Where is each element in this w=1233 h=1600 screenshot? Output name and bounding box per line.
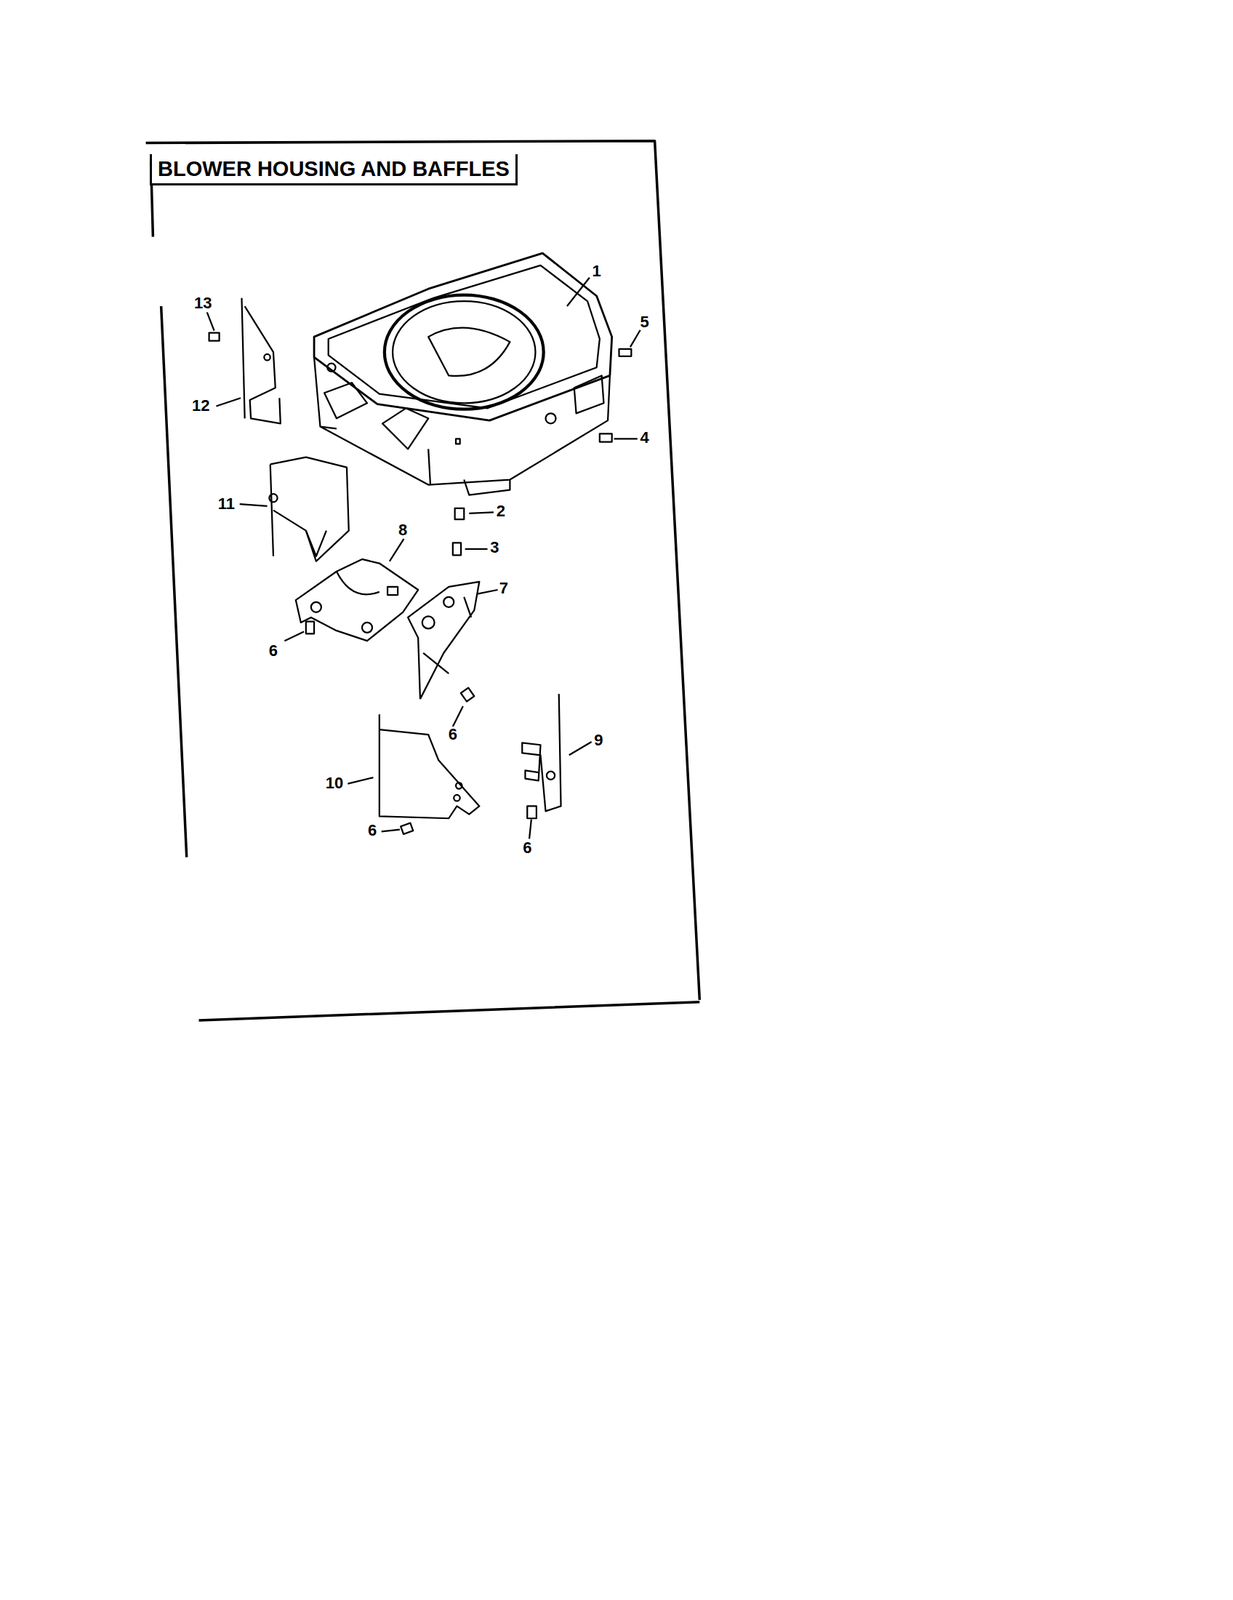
callout-number: 11 bbox=[217, 495, 236, 512]
callout-number: 5 bbox=[639, 314, 650, 331]
callout-number: 4 bbox=[639, 429, 650, 446]
callout-number: 7 bbox=[498, 580, 509, 597]
callout-number: 8 bbox=[397, 521, 408, 538]
callout-number: 6 bbox=[367, 822, 378, 839]
callout-number: 10 bbox=[324, 774, 344, 791]
callout-number: 12 bbox=[191, 397, 211, 414]
section-title: BLOWER HOUSING AND BAFFLES bbox=[149, 154, 518, 186]
callout-number: 6 bbox=[268, 642, 279, 659]
callout-number: 1 bbox=[591, 263, 602, 280]
callout-number: 6 bbox=[447, 726, 459, 743]
callout-number: 13 bbox=[193, 295, 213, 312]
callout-number: 2 bbox=[495, 503, 506, 520]
callout-number: 9 bbox=[593, 732, 604, 749]
callout-number: 3 bbox=[489, 539, 500, 556]
callout-number: 6 bbox=[521, 839, 533, 856]
